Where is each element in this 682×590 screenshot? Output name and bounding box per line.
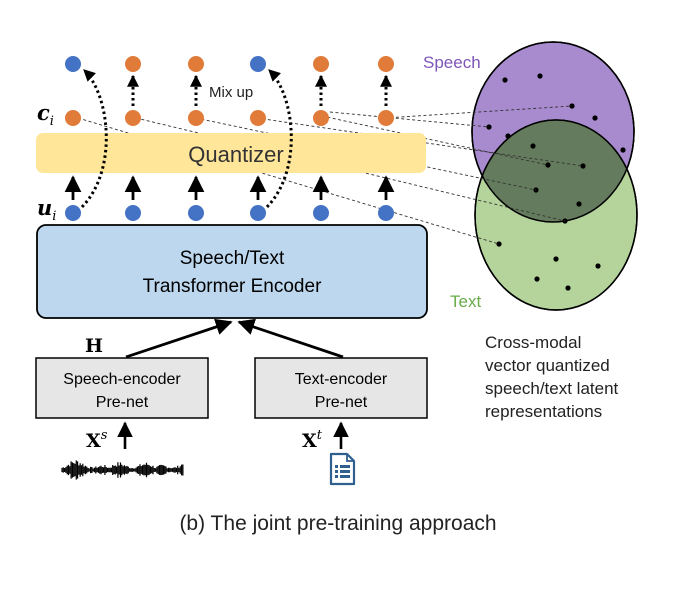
quantize-arrows xyxy=(64,175,395,200)
h-symbol: H xyxy=(85,335,103,357)
c-nodes xyxy=(65,110,394,126)
xt-symbol: Xt xyxy=(302,428,323,452)
quantizer-label: Quantizer xyxy=(188,142,283,167)
c-i-symbol: ci xyxy=(37,100,54,129)
speech-label: Speech xyxy=(423,53,481,72)
latent-points xyxy=(486,73,626,291)
description-line1: Cross-modal xyxy=(485,333,581,352)
xs-symbol: Xs xyxy=(86,428,108,452)
venn-diagram: Speech Text xyxy=(423,41,638,311)
text-prenet-box xyxy=(254,357,428,419)
encoder-label-line1: Speech/Text xyxy=(180,248,285,269)
transformer-encoder-box xyxy=(36,224,428,319)
text-document-icon xyxy=(329,452,356,486)
speech-prenet-line1: Speech-encoder xyxy=(63,371,181,388)
mixed-nodes xyxy=(65,56,394,72)
text-prenet-line1: Text-encoder xyxy=(295,371,388,388)
description-text: Cross-modal vector quantized speech/text… xyxy=(485,333,619,421)
overlap-region xyxy=(475,120,634,222)
description-line4: representations xyxy=(485,402,602,421)
speech-prenet-line2: Pre-net xyxy=(96,394,149,411)
quantizer-band xyxy=(36,133,426,173)
encoder-label-line2: Transformer Encoder xyxy=(143,276,322,297)
description-line3: speech/text latent xyxy=(485,379,619,398)
audio-waveform-icon xyxy=(61,460,184,480)
text-label: Text xyxy=(450,292,481,311)
prenet-to-encoder-arrows xyxy=(125,318,344,359)
mixup-arrows xyxy=(80,68,392,209)
mixup-label: Mix up xyxy=(209,84,253,101)
speech-prenet-box xyxy=(35,357,209,419)
u-i-symbol: ui xyxy=(37,195,56,224)
description-line2: vector quantized xyxy=(485,356,610,375)
u-nodes xyxy=(65,205,394,221)
input-arrows xyxy=(117,421,349,449)
text-prenet-line2: Pre-net xyxy=(315,394,368,411)
figure-caption: (b) The joint pre-training approach xyxy=(179,512,496,535)
